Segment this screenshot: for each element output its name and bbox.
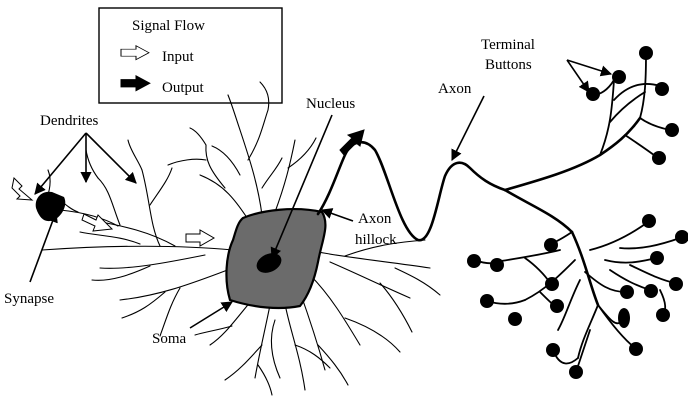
- synapse-structure: [12, 178, 78, 221]
- label-terminal-2: Buttons: [485, 57, 532, 73]
- dendrite-input-arrow-icon: [82, 214, 112, 231]
- synapse-terminal: [36, 192, 66, 221]
- label-terminal-1: Terminal: [481, 37, 535, 53]
- legend-title: Signal Flow: [132, 18, 205, 34]
- terminal-branches-upper: [593, 55, 670, 158]
- label-soma: Soma: [152, 331, 187, 347]
- legend-output-label: Output: [162, 80, 205, 96]
- label-nucleus: Nucleus: [306, 96, 355, 112]
- label-axon-hillock-1: Axon: [358, 211, 392, 227]
- legend-input-label: Input: [162, 49, 194, 65]
- soma-input-arrow-icon: [186, 230, 214, 246]
- synapse-input-arrow-icon: [12, 178, 32, 200]
- legend: Signal Flow Input Output: [99, 8, 282, 103]
- label-axon: Axon: [438, 81, 472, 97]
- label-axon-hillock-2: hillock: [355, 232, 397, 248]
- terminal-buttons: [467, 46, 688, 379]
- axon-output-arrow-icon: [340, 130, 364, 155]
- label-synapse: Synapse: [4, 291, 54, 307]
- label-dendrites: Dendrites: [40, 113, 98, 129]
